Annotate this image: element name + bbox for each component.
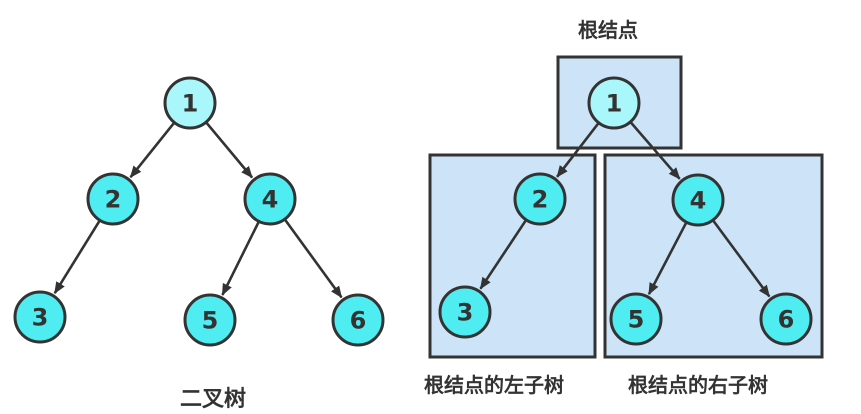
right-tree-node-5-circle (609, 292, 663, 346)
left-tree-node-6: 6 (331, 293, 385, 347)
left-tree-edge-1-2 (129, 121, 176, 178)
right-tree-node-6-circle (759, 292, 813, 346)
right-tree-node-1-circle (587, 76, 641, 130)
right-tree-node-3-circle (438, 285, 492, 339)
right-tree-edge-4-6 (711, 219, 771, 298)
left-tree-edge-1-4 (205, 121, 254, 179)
right-tree-node-4-label: 4 (690, 187, 707, 215)
right-tree-node-2-label: 2 (532, 186, 549, 214)
right-tree-node-6: 6 (759, 292, 813, 346)
right-tree-node-4-circle (671, 173, 725, 227)
left-tree-node-6-label: 6 (350, 307, 367, 335)
left-tree-node-5: 5 (183, 293, 237, 347)
tree-nodes-layer: 1 2 4 3 5 6 1 2 4 3 5 6 (13, 76, 813, 347)
left-tree-node-5-circle (183, 293, 237, 347)
left-tree-node-2: 2 (86, 172, 140, 226)
right-tree-edge-1-2 (556, 122, 600, 178)
left-tree-node-6-circle (331, 293, 385, 347)
left-tree-edge-4-5 (221, 220, 261, 296)
left-tree-node-4-circle (243, 172, 297, 226)
right-tree-node-4: 4 (671, 173, 725, 227)
right-tree-node-6-label: 6 (778, 306, 795, 334)
right-tree-node-2: 2 (513, 172, 567, 226)
left-tree-node-3-circle (13, 290, 67, 344)
left-tree-node-3: 3 (13, 290, 67, 344)
right-tree-node-1: 1 (587, 76, 641, 130)
label-right-subtree: 根结点的右子树 (628, 373, 768, 397)
left-tree-node-5-label: 5 (202, 307, 219, 335)
right-tree-edge-2-3 (479, 219, 528, 290)
left-tree-node-1-circle (163, 76, 217, 130)
left-tree-node-2-circle (86, 172, 140, 226)
right-tree-node-5: 5 (609, 292, 663, 346)
left-tree-node-1-label: 1 (182, 90, 199, 118)
right-tree-node-3-label: 3 (457, 299, 474, 327)
tree-edges-layer (53, 121, 771, 299)
label-left-subtree: 根结点的左子树 (424, 373, 564, 397)
right-tree-edge-1-4 (629, 121, 681, 180)
left-tree-node-4: 4 (243, 172, 297, 226)
left-tree-edge-4-6 (283, 218, 343, 299)
right-tree-edge-4-5 (647, 221, 688, 296)
left-tree-edge-2-3 (53, 219, 101, 295)
right-tree-node-1-label: 1 (606, 90, 623, 118)
left-tree-node-1: 1 (163, 76, 217, 130)
caption-binary-tree: 二叉树 (180, 386, 246, 412)
left-tree-node-4-label: 4 (262, 186, 279, 214)
right-tree-node-2-circle (513, 172, 567, 226)
left-tree-node-3-label: 3 (32, 304, 49, 332)
label-root: 根结点 (578, 18, 638, 42)
left-tree-node-2-label: 2 (105, 186, 122, 214)
right-tree-node-3: 3 (438, 285, 492, 339)
right-tree-node-5-label: 5 (628, 306, 645, 334)
